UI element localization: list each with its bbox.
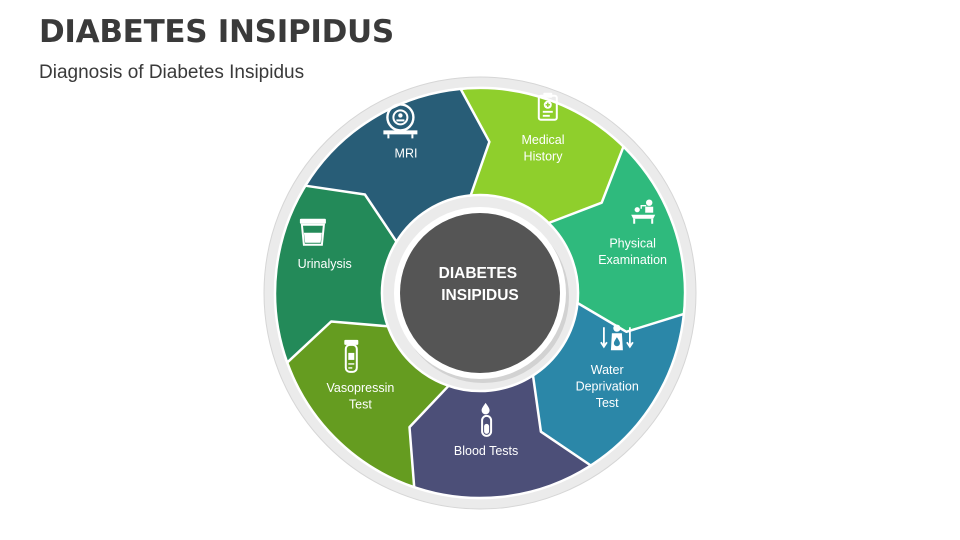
segment-label-line: Examination: [598, 253, 667, 267]
segment-shape: [304, 87, 491, 243]
segment-label-line: Test: [596, 396, 619, 410]
specimen-cup-icon: [299, 218, 326, 246]
center-label: DIABETES INSIPIDUS: [439, 265, 522, 304]
segment-label-line: Water: [591, 363, 624, 377]
clipboard-icon: [537, 92, 558, 121]
segment-7: MRI: [304, 87, 491, 243]
segment-label-line: Medical: [521, 133, 564, 147]
page-title: DIABETES INSIPIDUS: [39, 14, 394, 50]
segment-label-line: MRI: [395, 146, 418, 160]
segment-label-line: History: [524, 149, 564, 163]
page-subtitle: Diagnosis of Diabetes Insipidus: [39, 62, 305, 83]
segment-label-line: Blood Tests: [454, 444, 518, 458]
segment-label-line: Vasopressin: [326, 381, 394, 395]
segment-label-line: Test: [349, 397, 372, 411]
doctor-patient-icon: [631, 199, 656, 224]
segment-label: Urinalysis: [298, 257, 352, 271]
segment-label-line: Physical: [609, 237, 656, 251]
segment-label: Blood Tests: [454, 444, 518, 458]
test-tube-drop-icon: [481, 402, 493, 437]
segment-label-line: Urinalysis: [298, 257, 352, 271]
center-label-line-1: DIABETES: [439, 265, 517, 282]
body-fluid-arrows-icon: [600, 324, 634, 351]
segment-label-line: Deprivation: [576, 380, 639, 394]
center-label-line-2: INSIPIDUS: [441, 287, 519, 304]
mri-scanner-icon: [383, 103, 418, 139]
center-circle: [400, 213, 560, 373]
segment-label: MRI: [395, 146, 418, 160]
vial-icon: [344, 339, 359, 373]
